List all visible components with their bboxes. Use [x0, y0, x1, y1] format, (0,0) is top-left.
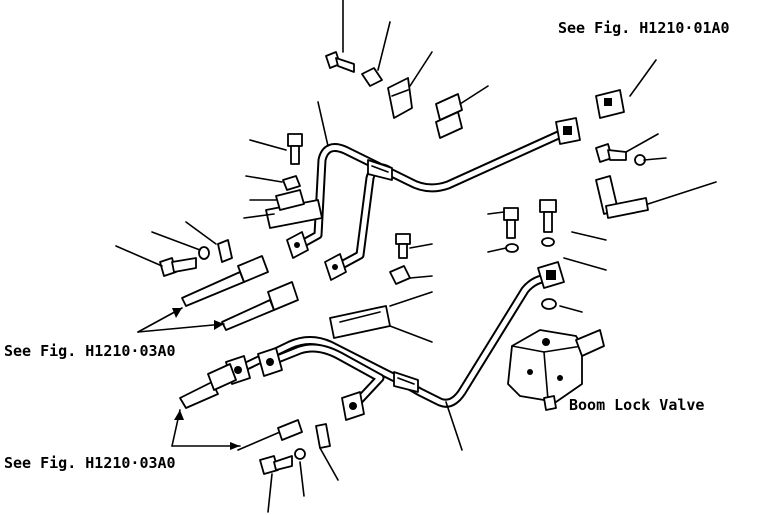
hose-upper-1: [181, 255, 269, 307]
washer-right-1: [505, 243, 519, 253]
bolt-right-1: [503, 207, 519, 239]
hose-lower-1: [179, 363, 237, 409]
clip-bottom: [315, 423, 331, 449]
upper-pipe-b: [331, 163, 393, 273]
lower-pipe-a: [233, 273, 555, 408]
hose-upper-2: [221, 281, 299, 331]
boom-lock-valve-label: Boom Lock Valve: [569, 396, 704, 414]
flange-lower-center: [341, 391, 365, 421]
clamp-upper-left: [265, 189, 323, 229]
leader-lines: [115, 0, 717, 513]
bolt-right-2: [539, 199, 557, 233]
clip-top-1: [361, 67, 383, 87]
bolt-upper-a: [287, 133, 303, 165]
bolt-bottom: [259, 455, 293, 475]
nut-upper-a: [282, 175, 301, 191]
bolt-mid-right: [395, 233, 411, 259]
ref-label-top: See Fig. H1210·01A0: [558, 19, 730, 37]
clamp-halves-top: [435, 93, 463, 139]
lower-pipe-b: [265, 343, 385, 413]
clamp-plate-top: [387, 77, 413, 119]
ref-arrows-upper: [137, 307, 225, 333]
flange-upper-mid: [324, 253, 347, 281]
clip-mid: [389, 265, 411, 285]
elbow-fitting-valve: [537, 261, 565, 289]
bolt-top: [325, 51, 355, 73]
flange-lower-mid: [257, 347, 283, 377]
washer-bottom: [294, 448, 306, 460]
ref-label-left-upper: See Fig. H1210·03A0: [4, 342, 176, 360]
ref-arrows-lower: [171, 409, 241, 450]
bolt-right-3: [595, 143, 627, 163]
upper-pipe-a: [295, 127, 570, 250]
spacer-left: [217, 239, 233, 263]
washer-right-2: [541, 237, 555, 247]
ref-label-left-lower: See Fig. H1210·03A0: [4, 454, 176, 472]
hose-lower-2: [237, 419, 303, 451]
pipe-clamp-upper: [367, 159, 393, 181]
o-ring-valve: [541, 298, 557, 310]
flange-upper-left: [286, 231, 309, 259]
flange-upper-right: [555, 117, 581, 145]
bolt-left: [159, 257, 197, 277]
boom-lock-valve: [507, 329, 605, 411]
washer-left: [198, 246, 210, 260]
clamp-mid: [329, 305, 391, 339]
pipe-clamp-lower: [393, 371, 419, 393]
bracket-right: [595, 175, 649, 219]
bracket-top-right: [595, 89, 625, 119]
